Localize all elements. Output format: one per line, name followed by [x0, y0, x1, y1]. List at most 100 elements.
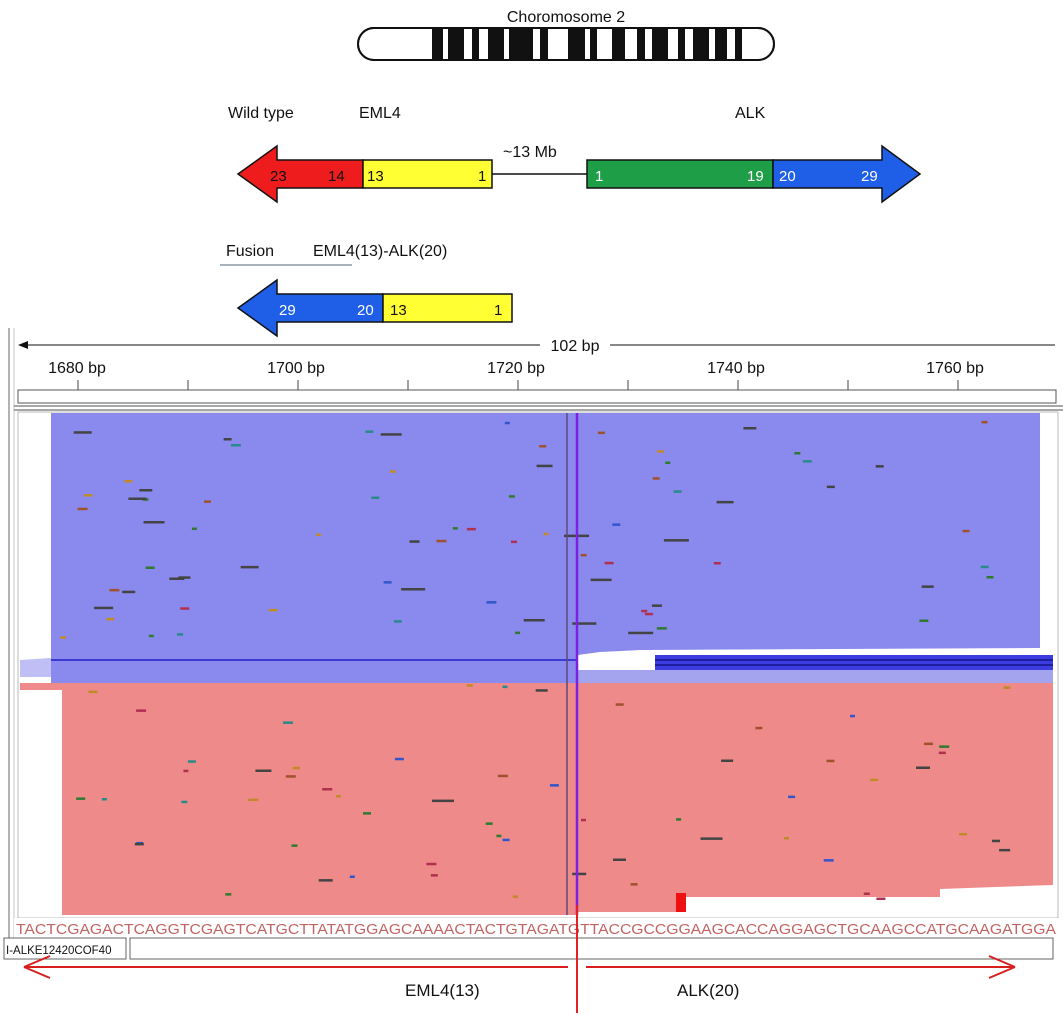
mismatch-tick [721, 759, 734, 762]
mismatch-tick [389, 470, 396, 473]
mismatch-tick [504, 421, 510, 425]
alk-direction-arrow [586, 955, 1016, 979]
mismatch-tick [285, 775, 296, 778]
mismatch-tick [615, 703, 624, 706]
mismatch-tick [191, 527, 197, 530]
mismatch-tick [939, 745, 950, 748]
mismatch-tick [980, 565, 989, 569]
mismatch-tick [628, 631, 654, 635]
fusion-exon-29: 29 [279, 302, 296, 319]
mismatch-tick [652, 477, 660, 480]
mismatch-tick [291, 844, 298, 847]
mismatch-tick [676, 818, 682, 821]
mismatch-tick [178, 576, 191, 579]
mismatch-tick [802, 460, 812, 463]
reverse-reads-block [20, 683, 1053, 915]
mismatch-tick [204, 500, 211, 503]
chromosome-band [693, 29, 709, 59]
mismatch-tick [169, 577, 185, 580]
mismatch-tick [641, 609, 648, 613]
eml4-exon-1: 1 [478, 168, 486, 185]
mismatch-tick [181, 800, 188, 804]
chromosome-bands [432, 29, 742, 59]
mismatch-tick [713, 562, 721, 565]
mismatch-tick [613, 858, 626, 861]
mismatch-tick [177, 633, 184, 636]
mismatch-tick [784, 837, 789, 840]
mismatch-tick [255, 769, 272, 772]
chromosome-band [590, 29, 597, 59]
ruler-tick-label: 1700 bp [267, 360, 325, 377]
mismatch-tick [101, 798, 107, 801]
alk-exon-annotation: ALK(20) [677, 981, 739, 1000]
mismatch-tick [134, 842, 144, 846]
mismatch-tick [486, 601, 497, 604]
chromosome-band [432, 29, 443, 59]
mismatch-tick [383, 581, 392, 584]
mismatch-tick [94, 606, 114, 610]
mismatch-tick [452, 527, 458, 530]
fusion-name: EML4(13)-ALK(20) [313, 243, 447, 260]
wild-type-label: Wild type [228, 105, 294, 122]
forward-reads-block [51, 413, 1040, 683]
chromosome-band [488, 29, 504, 59]
chromosome-band [715, 29, 727, 59]
mismatch-tick [497, 774, 508, 778]
chromosome-band [735, 29, 742, 59]
mismatch-tick [992, 839, 1000, 843]
ruler-bar [17, 389, 1057, 404]
alk-blue-arrow [772, 144, 922, 204]
chromosome-ideogram [357, 27, 775, 61]
mismatch-tick [88, 690, 98, 694]
mismatch-tick [597, 431, 605, 435]
mismatch-tick [986, 576, 994, 579]
mismatch-tick [225, 893, 232, 896]
mismatch-tick [826, 759, 835, 763]
mismatch-tick [240, 565, 259, 569]
mismatch-tick [535, 689, 548, 692]
mismatch-tick [124, 480, 133, 483]
read-track-box [129, 937, 1054, 960]
eml4-yellow-block [362, 159, 493, 189]
mismatch-tick [1003, 686, 1011, 689]
fusion-label: Fusion [226, 243, 274, 260]
mismatch-tick [549, 784, 559, 787]
mismatch-tick [700, 837, 723, 840]
mismatch-tick [502, 685, 508, 689]
mismatch-tick [876, 897, 886, 900]
eml4-exon-23: 23 [270, 168, 287, 185]
mismatch-tick [508, 495, 515, 498]
mismatch-tick [401, 588, 426, 591]
mismatch-tick [512, 895, 518, 898]
mismatch-tick [268, 608, 278, 612]
ruler-tick-label: 1760 bp [926, 360, 984, 377]
mismatch-tick [77, 507, 88, 511]
mismatch-tick [959, 833, 967, 836]
mismatch-tick [430, 874, 438, 877]
mismatch-tick [139, 489, 153, 492]
mismatch-tick [511, 540, 517, 544]
chromosome-band [568, 29, 585, 59]
alk-green-block [586, 159, 774, 189]
mismatch-tick [656, 627, 667, 630]
mismatch-tick [432, 799, 454, 803]
mismatch-tick [318, 879, 333, 882]
chromosome-band [472, 29, 479, 59]
eml4-exon-annotation: EML4(13) [405, 981, 480, 1000]
mismatch-tick [826, 485, 835, 489]
mismatch-tick [136, 709, 147, 712]
forward-reads-left-edge [20, 658, 51, 677]
mismatch-tick [644, 612, 653, 616]
mismatch-tick [515, 631, 521, 635]
mismatch-tick [83, 494, 93, 497]
mismatch-tick [981, 420, 988, 424]
mismatch-tick [349, 875, 355, 878]
fusion-exon-1: 1 [494, 302, 502, 319]
fusion-exon-13: 13 [390, 302, 407, 319]
mismatch-tick [73, 431, 92, 434]
reference-sequence: TACTCGAGACTCAGGTCGAGTCATGCTTATATGGAGCAAA… [16, 922, 1056, 938]
chromosome-title: Choromosome 2 [507, 9, 625, 26]
sequence-track-bg [14, 918, 1063, 938]
mismatch-tick [850, 714, 855, 718]
